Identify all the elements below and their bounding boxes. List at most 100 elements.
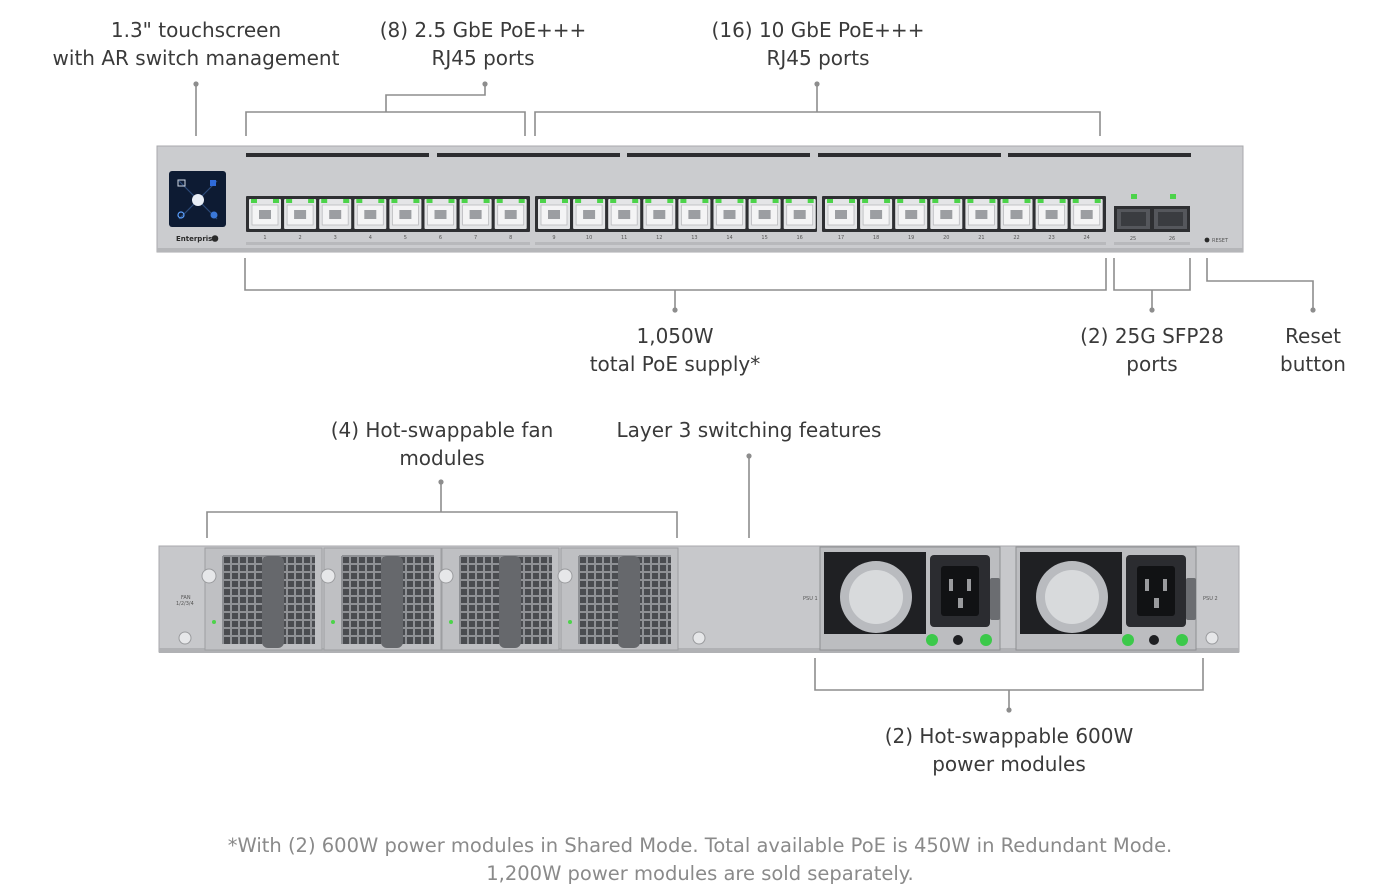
reset-button[interactable] [1204,237,1210,243]
rj45-port [1070,199,1103,229]
rj45-port [389,199,422,229]
fan-handle[interactable] [618,556,640,648]
callout-layer3: Layer 3 switching features [600,416,898,444]
fan-handle[interactable] [381,556,403,648]
footnote-line-2: 1,200W power modules are sold separately… [486,862,914,885]
rj45-port-label: 3 [334,235,337,241]
psu-latch [1149,635,1159,645]
rj45-port-label: 17 [838,235,844,241]
psu-label: PSU 2 [1203,596,1218,602]
rj45-port-label: 21 [978,235,984,241]
psu-label: PSU 1 [803,596,818,602]
callout-poe-total: 1,050W total PoE supply* [570,322,780,378]
rj45-port [573,199,606,229]
front-vent-strips [246,153,1191,157]
rj45-port [608,199,641,229]
rj45-port [825,199,857,229]
thumb-screw[interactable] [438,568,454,584]
fan-module[interactable] [201,547,323,651]
psu-led [1122,634,1134,646]
callout-line-1: 1.3" touchscreen [110,18,282,42]
power-module[interactable] [1015,546,1197,651]
rj45-port [713,199,746,229]
fan-handle[interactable] [262,556,284,648]
fan-module[interactable] [320,547,442,651]
rj45-port-label: 7 [474,235,477,241]
rear-panel: FAN 1/2/3/4 PSU 1 PSU 2 [158,545,1240,653]
callout-10g-ports: (16) 10 GbE PoE+++ RJ45 ports [698,16,938,72]
fan-led [331,620,335,624]
callout-line-2: modules [399,446,485,470]
sfp-led [1131,194,1137,199]
psu-handle[interactable] [990,578,1000,620]
rj45-port [1035,199,1068,229]
rj45-port-label: 13 [691,235,697,241]
rj45-port [354,199,387,229]
power-inlet[interactable] [941,566,979,616]
rj45-port-label: 9 [552,235,555,241]
rj45-port-blocks [246,196,1106,232]
callout-line-1: (8) 2.5 GbE PoE+++ [379,18,587,42]
rj45-port-label: 19 [908,235,914,241]
rj45-port [494,199,527,229]
rj45-port-label: 11 [621,235,627,241]
fan-module[interactable] [438,547,560,651]
rj45-port-label: 2 [299,235,302,241]
callout-line-2: RJ45 ports [766,46,870,70]
psu-led [926,634,938,646]
rj45-port [643,199,676,229]
rj45-port-label: 16 [797,235,803,241]
callout-line-2: button [1280,352,1346,376]
rj45-port [678,199,711,229]
thumb-screw[interactable] [201,568,217,584]
power-module[interactable] [819,546,1001,651]
callout-reset: Reset button [1262,322,1364,378]
brand-logo-icon [211,235,219,242]
rj45-port-label: 24 [1084,235,1090,241]
psu-handle[interactable] [1186,578,1196,620]
psu-led [980,634,992,646]
callout-line-2: power modules [932,752,1086,776]
rj45-port-label: 5 [404,235,407,241]
sfp28-ports: 25 26 [1114,194,1190,242]
callout-sfp28: (2) 25G SFP28 ports [1066,322,1238,378]
port-group-bars [246,242,1190,245]
callout-line-2: ports [1126,352,1178,376]
rj45-port-label: 20 [943,235,949,241]
callout-line-1: (2) 25G SFP28 [1080,324,1224,348]
touchscreen-display[interactable] [169,171,226,227]
callout-line-2: with AR switch management [52,46,340,70]
callout-line-2: RJ45 ports [431,46,535,70]
brand-label: Enterprise [176,235,217,243]
callout-fans: (4) Hot-swappable fan modules [314,416,570,472]
power-modules [819,546,1197,651]
sfp-port-label: 26 [1169,236,1175,242]
rj45-port [895,199,928,229]
rj45-port [424,199,457,229]
rj45-port-label: 22 [1013,235,1019,241]
rj45-port-label: 10 [586,235,592,241]
sfp-led [1170,194,1176,199]
callout-line-1: Reset [1285,324,1341,348]
fan-module[interactable] [557,547,679,651]
psu-latch [953,635,963,645]
rj45-port-label: 14 [726,235,732,241]
rj45-port [783,199,816,229]
fan-led [449,620,453,624]
fan-handle[interactable] [499,556,521,648]
rj45-port [538,199,570,229]
rj45-port [860,199,893,229]
callout-2g5-ports: (8) 2.5 GbE PoE+++ RJ45 ports [366,16,600,72]
callout-line-1: (16) 10 GbE PoE+++ [711,18,925,42]
rj45-port [459,199,492,229]
callout-leader-lines [195,84,1314,710]
rj45-port-label: 6 [439,235,442,241]
thumb-screw[interactable] [557,568,573,584]
callout-dots [193,81,1316,713]
callout-line-2: total PoE supply* [589,352,761,376]
power-inlet[interactable] [1137,566,1175,616]
thumb-screw[interactable] [320,568,336,584]
reset-label: RESET [1212,238,1229,244]
